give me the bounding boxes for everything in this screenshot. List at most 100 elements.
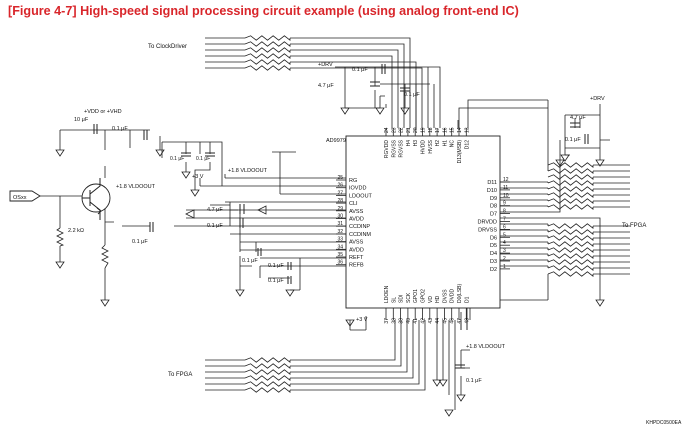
cap-01uF-g <box>584 134 589 144</box>
cap-01uF-i <box>257 248 262 256</box>
pin-name-bottom: SCK <box>406 292 412 303</box>
resistor-fpga-right <box>547 241 594 248</box>
pin-number-bottom: 48 <box>464 318 470 324</box>
pin-name-bottom: GPO1 <box>413 289 419 303</box>
figure-title: [Figure 4-7] High-speed signal processin… <box>8 4 519 18</box>
plus-3v-left-label: +3 V <box>192 174 204 180</box>
resistor-fpga-bottom <box>244 369 291 376</box>
pin-name-right: D6 <box>490 235 497 241</box>
drv-right-label: +DRV <box>590 96 605 102</box>
resistor-clockdriver <box>244 47 291 54</box>
resistor-fpga-right <box>547 223 594 230</box>
pin-number-left: 28 <box>337 198 343 204</box>
pin-name-left: AVSS <box>349 209 364 215</box>
cap-01uF-h <box>149 222 154 232</box>
pin-name-right: D9 <box>490 196 497 202</box>
resistor-fpga-right <box>547 265 594 272</box>
pin-name-left: AVSS <box>349 240 364 246</box>
pin-number-bottom: 38 <box>391 318 397 324</box>
pin-name-bottom: SDI <box>399 295 405 303</box>
pin-name-right: D8 <box>490 204 497 210</box>
c-01uF-h-label: 0.1 μF <box>132 239 148 245</box>
pin-name-top: H1 <box>442 140 448 147</box>
pin-number-left: 25 <box>337 175 343 181</box>
pin-name-bottom: DVSS <box>442 289 448 303</box>
c-01uF-g-label: 0.1 μF <box>565 137 581 143</box>
c-01uF-f-label: 0.1 μF <box>404 92 420 98</box>
pin-number-left: 33 <box>337 237 343 243</box>
resistor-clockdriver <box>244 35 291 42</box>
pin-name-top: RGVSS <box>391 139 397 157</box>
pin-number-left: 34 <box>337 244 343 250</box>
resistor-clockdriver <box>244 65 291 72</box>
transistor <box>81 178 111 220</box>
c-47uF-c-label: 4.7 μF <box>570 115 586 121</box>
resistor-fpga-right <box>547 259 594 266</box>
pin-number-right: 6 <box>503 224 506 230</box>
pin-name-top: D13(MSB) <box>457 140 463 164</box>
pin-name-top: RGVDD <box>384 140 390 158</box>
pin-number-right: 10 <box>503 193 509 199</box>
footer-code-label: KHPDC0500EA <box>646 420 682 426</box>
pin-number-top: 21 <box>406 127 412 133</box>
resistor-fpga-right <box>547 186 594 193</box>
to-clockdriver-label: To ClockDriver <box>148 44 187 50</box>
resistor-fpga-bottom <box>244 381 291 388</box>
c-01uF-j-label: 0.1 μF <box>268 263 284 269</box>
pin-number-top: 16 <box>442 127 448 133</box>
ic-ad9979-body <box>345 135 501 309</box>
cap-01uF-f <box>400 87 410 92</box>
cap-01uF-b <box>181 152 191 157</box>
c-01uF-d-label: 0.1 μF <box>207 223 223 229</box>
chip-name-label: AD9979 <box>326 138 346 144</box>
plus-3v-bottom-label: +3 V <box>356 317 368 323</box>
pin-name-bottom: DVDD <box>450 288 456 303</box>
pin-name-left: REFT <box>349 255 364 261</box>
resistor-clockdriver <box>244 53 291 60</box>
pin-name-bottom: D0(LSB) <box>457 283 463 303</box>
pin-number-right: 9 <box>503 201 506 207</box>
resistor-fpga-right <box>547 247 594 254</box>
cap-01uF-e <box>381 64 386 74</box>
resistor-fpga-right <box>547 168 594 175</box>
pin-number-right: 11 <box>503 185 508 191</box>
cap-01uF-l <box>455 364 465 369</box>
c-01uF-i-label: 0.1 μF <box>242 258 258 264</box>
pin-number-left: 26 <box>337 183 343 189</box>
pin-number-bottom: 47 <box>457 318 463 324</box>
pin-number-bottom: 44 <box>435 318 441 324</box>
pin-number-bottom: 39 <box>399 318 405 324</box>
c-01uF-a-label: 0.1 μF <box>112 126 128 132</box>
pin-name-bottom: SL <box>391 297 397 303</box>
resistor-clockdriver <box>244 41 291 48</box>
pin-name-top: H4 <box>406 140 412 147</box>
resistor-fpga-right <box>547 192 594 199</box>
r-22k-label: 2.2 kΩ <box>68 228 84 234</box>
capacitors <box>93 64 589 369</box>
pin-name-bottom: LDOEN <box>384 285 390 303</box>
resistors-single <box>56 227 109 269</box>
resistor-fpga-right <box>547 204 594 211</box>
pin-name-left: IOVDD <box>349 186 366 192</box>
pin-number-left: 32 <box>337 229 343 235</box>
pin-number-bottom: 42 <box>421 318 427 324</box>
pin-name-left: REFB <box>349 263 364 269</box>
pin-number-right: 1 <box>503 264 506 270</box>
pin-number-right: 3 <box>503 248 506 254</box>
c-47uF-a-label: 4.7 μF <box>207 207 223 213</box>
pin-number-bottom: 40 <box>406 318 412 324</box>
pin-name-bottom: GPO2 <box>421 289 427 303</box>
cap-01uF-d <box>239 218 244 228</box>
pin-name-top: HVDD <box>421 140 427 155</box>
cap-01uF-k <box>287 276 292 284</box>
pin-number-top: 22 <box>399 127 405 133</box>
resistor-fpga-bottom <box>244 363 291 370</box>
pin-number-bottom: 41 <box>413 318 419 324</box>
resistor-arrays <box>244 35 594 394</box>
pin-name-bottom: D1 <box>464 296 470 303</box>
resistor-fpga-right <box>547 271 594 278</box>
pin-number-left: 30 <box>337 214 343 220</box>
pin-number-left: 27 <box>337 190 343 196</box>
pin-name-top: RGVSS <box>399 139 405 157</box>
